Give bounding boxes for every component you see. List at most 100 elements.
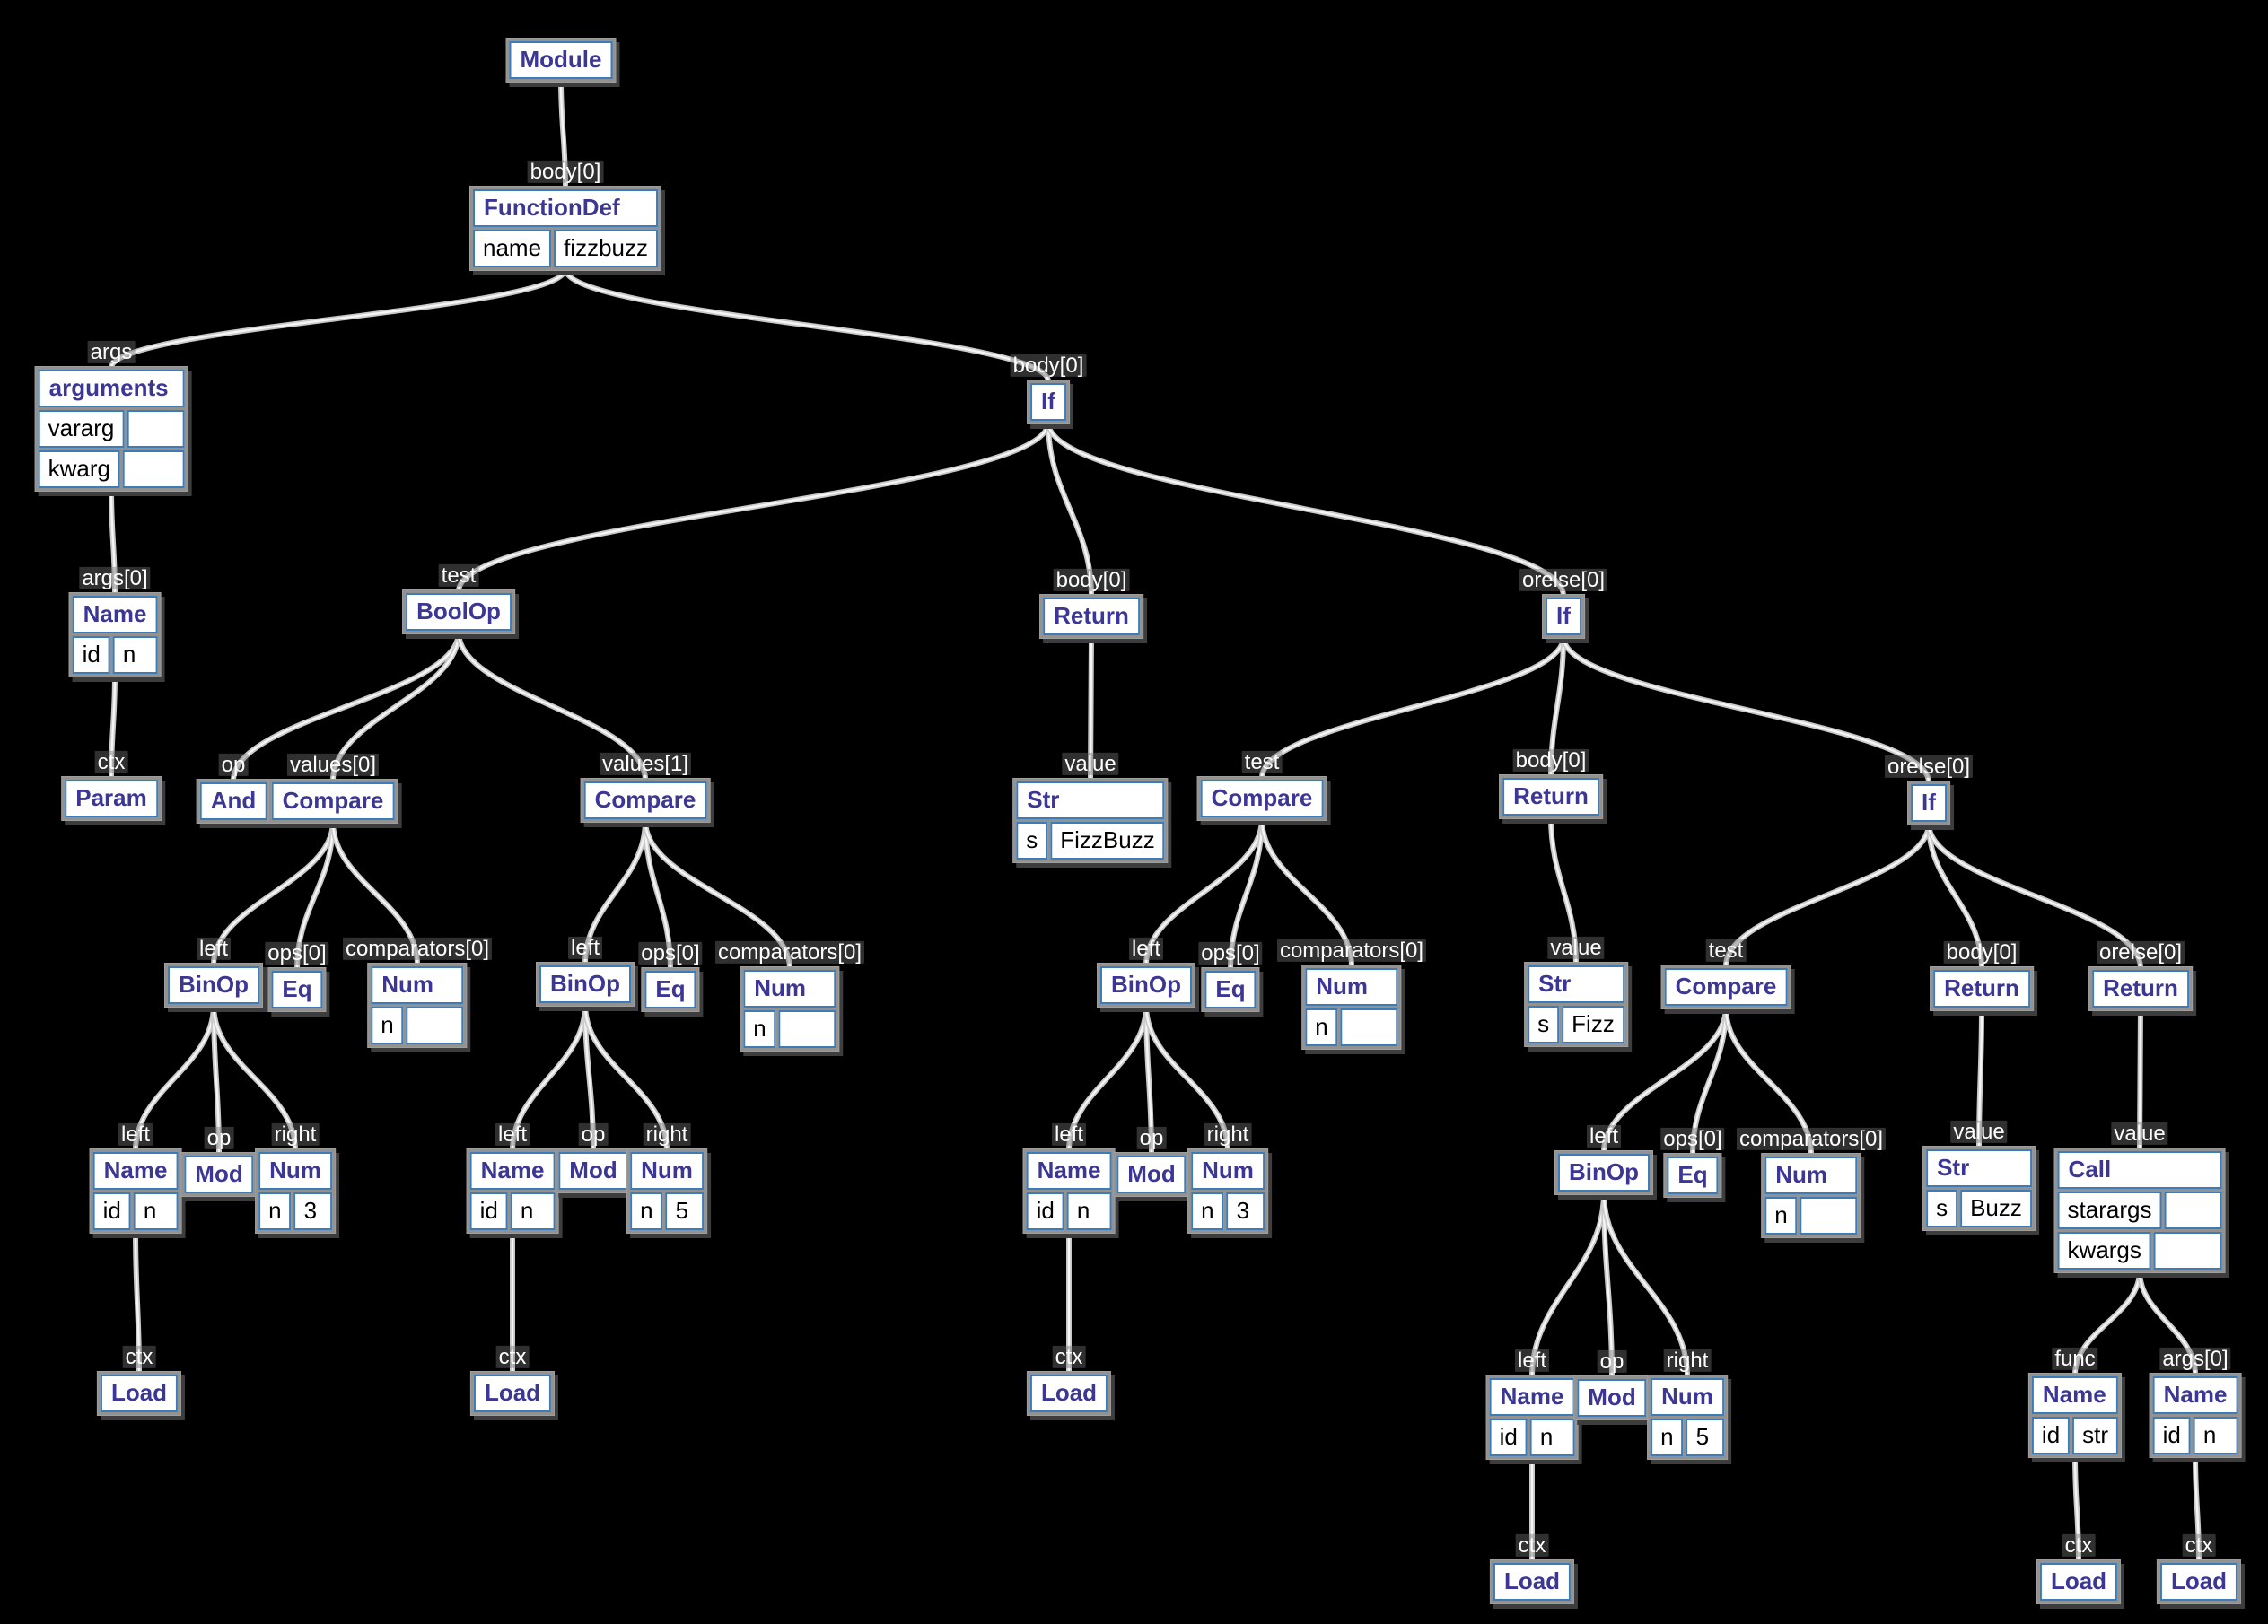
- edge-label: args: [87, 341, 136, 363]
- edge-label: test: [438, 564, 479, 587]
- node-load3: Load: [1026, 1371, 1112, 1416]
- attribute-key: id: [72, 635, 110, 674]
- attribute-key: n: [630, 1192, 663, 1230]
- attribute-value: [778, 1009, 836, 1048]
- edge-label: comparators[0]: [714, 941, 865, 964]
- node-if2: If: [1542, 594, 1585, 639]
- attribute-value: n: [510, 1192, 556, 1230]
- node-if3: If: [1907, 781, 1950, 825]
- edge-label: op: [1597, 1350, 1627, 1373]
- edge-label: op: [204, 1127, 234, 1149]
- node-title: If: [1030, 383, 1066, 421]
- attribute-key: s: [1926, 1189, 1958, 1227]
- edge-core-if1-if2: [1046, 422, 1565, 597]
- edge-label: left: [567, 937, 603, 959]
- edge-core-binop1-name1: [134, 1005, 215, 1151]
- edge-label: left: [1128, 938, 1164, 960]
- node-load1: Load: [96, 1371, 182, 1416]
- attribute-key: id: [1489, 1418, 1528, 1456]
- edge-core-binop1-mod1: [212, 1005, 221, 1155]
- attribute-row: n: [1305, 1008, 1398, 1046]
- node-title: Module: [509, 41, 613, 79]
- edge-core-if3-compare3: [1724, 823, 1931, 967]
- node-title: If: [1911, 784, 1947, 822]
- attribute-key: starargs: [2057, 1191, 2162, 1229]
- node-title: BinOp: [168, 966, 259, 1004]
- attribute-row: n: [371, 1006, 464, 1044]
- attribute-value: 3: [293, 1192, 332, 1230]
- attribute-value: n: [1529, 1418, 1575, 1456]
- node-title: Compare: [1200, 780, 1324, 817]
- edge-label: ctx: [495, 1346, 530, 1368]
- node-boolop: BoolOp: [402, 589, 515, 634]
- edge-label: ctx: [1052, 1346, 1086, 1368]
- node-title: BoolOp: [406, 593, 512, 631]
- edge-core-binop-t2-num3b: [1144, 1005, 1230, 1151]
- attribute-value: n: [112, 635, 158, 674]
- edge-core-call-name-func: [2073, 1270, 2141, 1375]
- node-title: Name: [1026, 1152, 1112, 1190]
- attribute-key: name: [473, 229, 552, 267]
- edge-label: op: [218, 754, 249, 776]
- node-title: Str: [1926, 1149, 2032, 1187]
- edge-label: orelse[0]: [1884, 755, 1974, 778]
- attribute-row: kwargs: [2057, 1231, 2222, 1270]
- edge-core-functiondef-arguments: [109, 268, 567, 369]
- edge-label: ops[0]: [1198, 942, 1263, 965]
- edge-label: ctx: [1515, 1534, 1549, 1557]
- edge-core-if2-compare-t2: [1260, 636, 1565, 779]
- edge-core-functiondef-if1: [564, 268, 1050, 382]
- attribute-key: n: [743, 1009, 776, 1048]
- edge-label: right: [643, 1123, 691, 1146]
- edge-core-arguments-name-arg: [109, 489, 117, 595]
- attribute-value: [1340, 1008, 1398, 1046]
- node-title: Return: [1933, 970, 2030, 1008]
- node-title: Param: [65, 780, 158, 817]
- node-title: Compare: [1664, 968, 1788, 1006]
- edge-core-module-functiondef: [559, 80, 567, 188]
- node-title: Eq: [644, 971, 696, 1008]
- edge-label: left: [1051, 1123, 1087, 1146]
- attribute-value: 5: [665, 1192, 704, 1230]
- node-title: Num: [1191, 1152, 1265, 1190]
- edge-core-binop2-num5a: [583, 1004, 669, 1151]
- attribute-value: n: [2193, 1416, 2238, 1454]
- node-title: Mod: [184, 1156, 254, 1193]
- attribute-value: [2164, 1191, 2222, 1229]
- node-mod1: Mod: [180, 1152, 258, 1197]
- edge-core-binop3-num5b: [1602, 1192, 1689, 1377]
- node-title: Name: [469, 1152, 556, 1190]
- edge-label: value: [1062, 753, 1119, 775]
- edge-label: body[0]: [1053, 569, 1130, 591]
- edge-label: value: [1547, 937, 1605, 959]
- attribute-value: 3: [1226, 1192, 1265, 1230]
- edge-label: right: [1663, 1349, 1712, 1372]
- edge-core-compare2-binop2: [583, 820, 647, 965]
- node-title: Num: [630, 1152, 704, 1190]
- edge-label: ops[0]: [638, 942, 703, 965]
- node-compare2: Compare: [580, 778, 711, 823]
- attribute-value: 5: [1686, 1418, 1724, 1456]
- node-title: Load: [473, 1375, 552, 1412]
- edge-core-compare1-binop1: [212, 821, 335, 965]
- attribute-value: [2153, 1231, 2222, 1270]
- edge-core-return1-str-fizzbuzz: [1089, 636, 1093, 781]
